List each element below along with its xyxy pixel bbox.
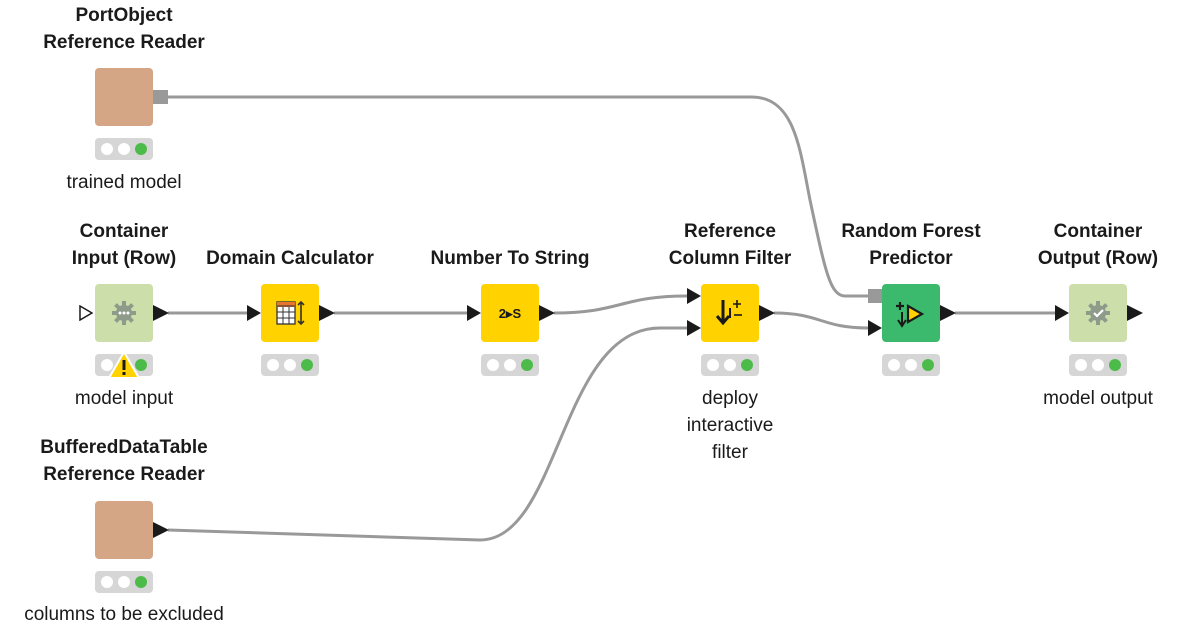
buffereddatatable-reader-title: BufferedDataTable Reference Reader xyxy=(40,437,208,485)
yellow-light-icon xyxy=(118,576,130,588)
red-light-icon xyxy=(101,576,113,588)
container-input-row-node[interactable] xyxy=(95,284,153,342)
table-in-port-icon[interactable] xyxy=(467,305,481,321)
table-out-port-icon[interactable] xyxy=(1127,305,1143,321)
container-input-row-title: Container Input (Row) xyxy=(71,221,177,269)
domain-calculator-node[interactable] xyxy=(261,284,319,342)
reference-column-filter-annotation[interactable]: deploy interactive filter xyxy=(686,388,774,463)
red-light-icon xyxy=(888,359,900,371)
yellow-light-icon xyxy=(118,143,130,155)
buffereddatatable-reader-node[interactable] xyxy=(95,501,153,559)
green-light-icon xyxy=(922,359,934,371)
green-light-icon xyxy=(741,359,753,371)
connection-portobject-reader-to-random-forest-predictor[interactable] xyxy=(168,95,868,298)
model-in-port-icon[interactable] xyxy=(868,289,882,305)
yellow-light-icon xyxy=(1092,359,1104,371)
predictor-icon xyxy=(896,302,925,328)
table-out-port-icon[interactable] xyxy=(759,305,775,321)
container-output-row-title: Container Output (Row) xyxy=(1037,221,1159,269)
portobject-reader-title: PortObject Reference Reader xyxy=(43,5,205,53)
container-check-icon xyxy=(1086,301,1110,325)
reference-column-filter-status-light xyxy=(701,354,759,376)
table-out-port-icon[interactable] xyxy=(539,305,555,321)
green-light-icon xyxy=(301,359,313,371)
reference-column-filter-title: Reference Column Filter xyxy=(668,221,792,269)
yellow-light-icon xyxy=(284,359,296,371)
table-in-port-icon[interactable] xyxy=(247,305,261,321)
green-light-icon xyxy=(521,359,533,371)
number-to-string-node[interactable]: 2▸S xyxy=(481,284,539,342)
red-light-icon xyxy=(487,359,499,371)
random-forest-predictor-node[interactable] xyxy=(882,284,940,342)
domain-table-icon xyxy=(276,300,305,326)
table-in-port-icon[interactable] xyxy=(868,320,882,336)
portobject-reader-annotation[interactable]: trained model xyxy=(66,172,182,193)
random-forest-predictor-title: Random Forest Predictor xyxy=(841,221,981,269)
red-light-icon xyxy=(101,143,113,155)
reference-filter-icon xyxy=(715,300,742,326)
table-out-port-icon[interactable] xyxy=(319,305,335,321)
model-out-port-icon[interactable] xyxy=(153,89,169,105)
number-to-string-icon: 2▸S xyxy=(499,306,522,321)
green-light-icon xyxy=(135,359,147,371)
red-light-icon xyxy=(1075,359,1087,371)
number-to-string-title: Number To String xyxy=(430,248,590,269)
buffereddatatable-reader-status-light xyxy=(95,571,153,593)
reference-column-filter-node[interactable] xyxy=(701,284,759,342)
green-light-icon xyxy=(1109,359,1121,371)
container-output-row-annotation[interactable]: model output xyxy=(1043,388,1153,409)
container-output-row-node[interactable] xyxy=(1069,284,1127,342)
domain-calculator-status-light xyxy=(261,354,319,376)
container-gear-icon xyxy=(112,301,136,325)
warning-icon[interactable] xyxy=(107,350,141,380)
yellow-light-icon xyxy=(504,359,516,371)
yellow-light-icon xyxy=(724,359,736,371)
flow-in-port-icon[interactable] xyxy=(79,305,93,321)
green-light-icon xyxy=(135,143,147,155)
red-light-icon xyxy=(707,359,719,371)
red-light-icon xyxy=(267,359,279,371)
table-out-port-icon[interactable] xyxy=(153,522,169,538)
connection-number-to-string-to-reference-column-filter[interactable] xyxy=(553,294,688,315)
connection-reference-column-filter-to-random-forest-predictor[interactable] xyxy=(773,311,869,330)
table-in-port-icon[interactable] xyxy=(1055,305,1069,321)
table-out-port-icon[interactable] xyxy=(153,305,169,321)
number-to-string-status-light xyxy=(481,354,539,376)
yellow-light-icon xyxy=(905,359,917,371)
container-input-row-annotation[interactable]: model input xyxy=(74,388,174,409)
green-light-icon xyxy=(135,576,147,588)
table-in-port-icon[interactable] xyxy=(687,288,701,304)
connection-buffereddatatable-reader-to-reference-column-filter[interactable] xyxy=(167,326,687,542)
domain-calculator-title: Domain Calculator xyxy=(206,248,374,269)
random-forest-predictor-status-light xyxy=(882,354,940,376)
red-light-icon xyxy=(101,359,113,371)
table-out-port-icon[interactable] xyxy=(940,305,956,321)
portobject-reader-node[interactable] xyxy=(95,68,153,126)
portobject-reader-status-light xyxy=(95,138,153,160)
container-output-row-status-light xyxy=(1069,354,1127,376)
table-in-port-icon[interactable] xyxy=(687,320,701,336)
buffereddatatable-reader-annotation[interactable]: columns to be excluded xyxy=(24,604,224,625)
number-to-string-icon-text: 2▸S xyxy=(499,306,522,321)
